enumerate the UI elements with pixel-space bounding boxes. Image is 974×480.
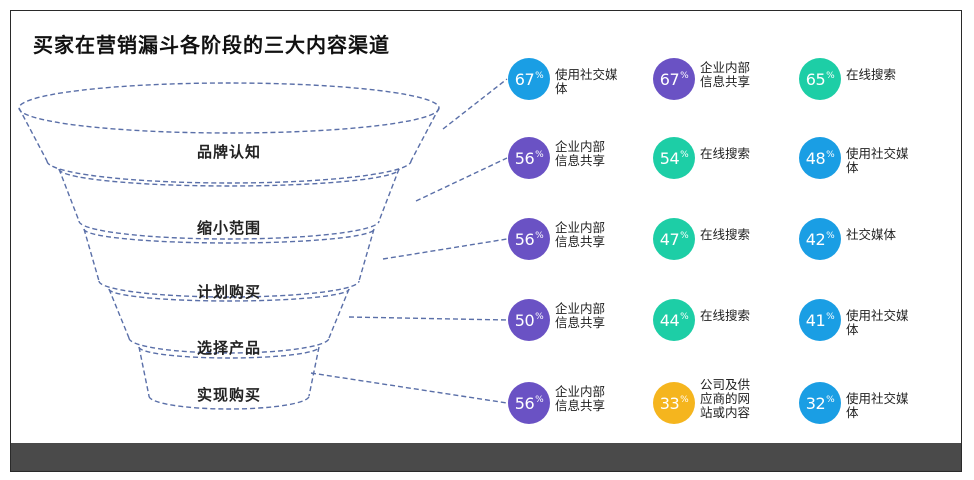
percent-badge: 44% (653, 299, 695, 341)
funnel-tier-1-left-edge (18, 107, 48, 162)
channel-label: 企业内部 信息共享 (555, 301, 606, 330)
percent-value: 67 (514, 69, 535, 89)
funnel-tier-5-bottom (148, 395, 310, 410)
percent-value: 65 (805, 69, 826, 89)
percent-badge: 67% (653, 58, 695, 100)
percent-sign: % (535, 231, 544, 241)
diagram-frame: 买家在营销漏斗各阶段的三大内容渠道 品牌认知缩小范围计划购买选择产品实现购买 6… (10, 10, 962, 472)
channel-label: 使用社交媒体 (555, 67, 618, 96)
channel-label: 在线搜索 (700, 308, 751, 323)
percent-badge: 47% (653, 218, 695, 260)
percent-value: 47 (659, 229, 680, 249)
channel-label: 在线搜索 (846, 67, 897, 82)
percent-sign: % (535, 312, 544, 322)
percent-badge: 56% (508, 137, 550, 179)
percent-value: 44 (659, 310, 680, 330)
percent-value: 50 (514, 310, 535, 330)
percent-sign: % (826, 71, 835, 81)
percent-value: 32 (805, 393, 826, 413)
connector-line-2 (415, 157, 508, 202)
stage-label-1: 品牌认知 (196, 143, 261, 161)
funnel-tier-4-right-edge (328, 288, 350, 339)
percent-badge: 42% (799, 218, 841, 260)
percent-sign: % (680, 231, 689, 241)
funnel-diagram (18, 78, 508, 410)
stage-label-3: 计划购买 (196, 283, 261, 301)
channel-label: 企业内部 信息共享 (700, 60, 751, 89)
funnel-tier-2-rim (58, 168, 400, 187)
percent-value: 33 (659, 393, 680, 413)
percent-value: 54 (659, 148, 680, 168)
channel-label: 在线搜索 (700, 227, 751, 242)
channel-label: 在线搜索 (700, 146, 751, 161)
channel-label: 公司及供 应商的网 站或内容 (700, 377, 751, 420)
percent-sign: % (680, 71, 689, 81)
percent-badge: 56% (508, 382, 550, 424)
percent-sign: % (535, 150, 544, 160)
funnel-tier-5-left-edge (138, 346, 150, 397)
channel-label: 社交媒体 (846, 227, 897, 242)
percent-badge: 67% (508, 58, 550, 100)
connector-line-5 (310, 372, 508, 404)
funnel-tier-1-bottom (46, 160, 412, 184)
percent-sign: % (680, 312, 689, 322)
percent-badge: 32% (799, 382, 841, 424)
funnel-tier-3-right-edge (358, 228, 375, 282)
percent-badge: 56% (508, 218, 550, 260)
funnel-tier-2-left-edge (58, 168, 80, 222)
connector-line-1 (442, 78, 508, 130)
percent-value: 42 (805, 229, 826, 249)
funnel-tier-3-left-edge (83, 228, 100, 282)
stage-label-5: 实现购买 (196, 386, 261, 404)
funnel-tier-1-right-edge (410, 107, 440, 162)
bottom-bar (11, 443, 961, 471)
percent-sign: % (680, 150, 689, 160)
percent-sign: % (680, 395, 689, 405)
funnel-tier-5-rim (138, 346, 320, 359)
channel-label: 使用社交媒体 (846, 146, 909, 175)
percent-sign: % (826, 312, 835, 322)
percent-badge: 54% (653, 137, 695, 179)
channel-label: 使用社交媒体 (846, 391, 909, 420)
funnel-tier-5-right-edge (308, 346, 320, 397)
funnel-tier-3-bottom (98, 280, 360, 298)
percent-value: 56 (514, 229, 535, 249)
percent-badge: 41% (799, 299, 841, 341)
percent-value: 48 (805, 148, 826, 168)
stage-label-4: 选择产品 (196, 339, 261, 357)
funnel-tier-4-bottom (128, 337, 330, 354)
percent-badge: 65% (799, 58, 841, 100)
funnel-tier-2-right-edge (378, 168, 400, 222)
diagram-title: 买家在营销漏斗各阶段的三大内容渠道 (33, 33, 390, 57)
channel-label: 企业内部 信息共享 (555, 139, 606, 168)
channel-label: 企业内部 信息共享 (555, 384, 606, 413)
funnel-tier-4-left-edge (108, 288, 130, 339)
connector-line-4 (348, 316, 508, 321)
channel-label: 企业内部 信息共享 (555, 220, 606, 249)
percent-value: 56 (514, 148, 535, 168)
percent-value: 56 (514, 393, 535, 413)
percent-badge: 50% (508, 299, 550, 341)
channel-label: 使用社交媒体 (846, 308, 909, 337)
percent-value: 41 (805, 310, 826, 330)
funnel-tier-3-rim (83, 228, 375, 244)
percent-badge: 33% (653, 382, 695, 424)
funnel-tier-1-rim (18, 82, 440, 134)
percent-sign: % (535, 71, 544, 81)
funnel-tier-2-bottom (78, 220, 380, 240)
percent-sign: % (826, 231, 835, 241)
connector-line-3 (382, 238, 508, 260)
funnel-tier-4-rim (108, 288, 350, 302)
percent-badge: 48% (799, 137, 841, 179)
percent-value: 67 (659, 69, 680, 89)
percent-sign: % (535, 395, 544, 405)
stage-label-2: 缩小范围 (196, 219, 261, 237)
percent-sign: % (826, 150, 835, 160)
percent-sign: % (826, 395, 835, 405)
